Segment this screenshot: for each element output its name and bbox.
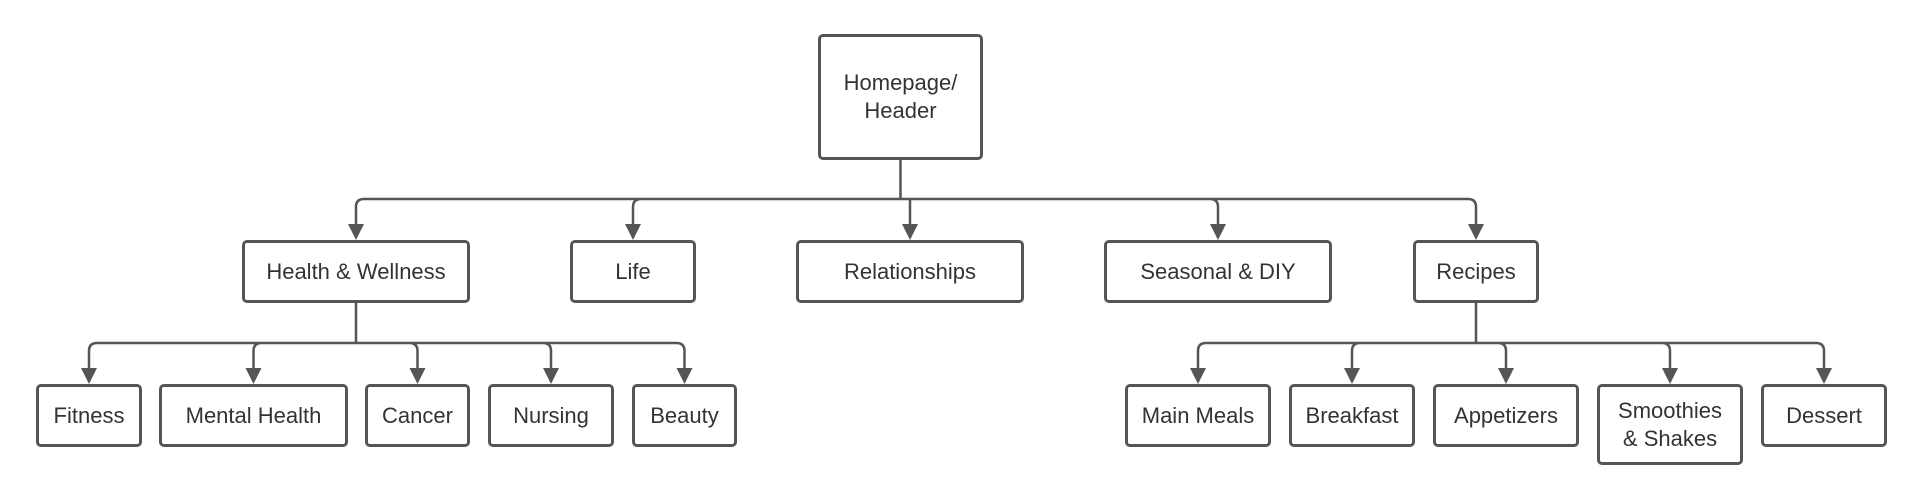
arrowhead-icon [1344, 368, 1360, 384]
node-cancer: Cancer [365, 384, 470, 447]
node-life-label: Life [615, 258, 651, 284]
node-recipes: Recipes [1413, 240, 1539, 303]
arrowhead-icon [348, 224, 364, 240]
arrowhead-icon [81, 368, 97, 384]
node-appetizers: Appetizers [1433, 384, 1579, 447]
arrowhead-icon [1468, 224, 1484, 240]
node-homepage-header-label: Homepage/ Header [843, 70, 958, 123]
node-beauty: Beauty [632, 384, 737, 447]
node-breakfast-label: Breakfast [1305, 402, 1399, 428]
node-health-wellness: Health & Wellness [242, 240, 470, 303]
connector-path [1196, 303, 1826, 368]
health-connectors [81, 303, 693, 384]
connector-path [354, 160, 1478, 224]
node-breakfast: Breakfast [1289, 384, 1415, 447]
connector-path [87, 303, 686, 368]
node-appetizers-label: Appetizers [1454, 402, 1558, 428]
arrowhead-icon [902, 224, 918, 240]
node-dessert-label: Dessert [1786, 402, 1862, 428]
arrowhead-icon [1190, 368, 1206, 384]
node-smoothies-shakes-label: Smoothies & Shakes [1618, 397, 1722, 451]
node-smoothies-shakes: Smoothies & Shakes [1597, 384, 1743, 465]
node-seasonal-diy: Seasonal & DIY [1104, 240, 1332, 303]
node-recipes-label: Recipes [1436, 258, 1516, 284]
node-life: Life [570, 240, 696, 303]
node-nursing-label: Nursing [513, 402, 589, 428]
node-dessert: Dessert [1761, 384, 1887, 447]
node-beauty-label: Beauty [650, 402, 719, 428]
arrowhead-icon [625, 224, 641, 240]
node-nursing: Nursing [488, 384, 614, 447]
root-connectors [348, 160, 1484, 240]
node-homepage-header: Homepage/ Header [818, 34, 983, 160]
node-cancer-label: Cancer [382, 402, 453, 428]
node-fitness: Fitness [36, 384, 142, 447]
arrowhead-icon [543, 368, 559, 384]
node-seasonal-diy-label: Seasonal & DIY [1140, 258, 1296, 284]
node-health-wellness-label: Health & Wellness [266, 258, 446, 284]
arrowhead-icon [1498, 368, 1514, 384]
node-main-meals-label: Main Meals [1141, 402, 1255, 428]
arrowhead-icon [1210, 224, 1226, 240]
node-mental-health-label: Mental Health [185, 402, 322, 428]
node-main-meals: Main Meals [1125, 384, 1271, 447]
arrowhead-icon [245, 368, 262, 384]
node-fitness-label: Fitness [53, 402, 125, 428]
arrowhead-icon [1816, 368, 1832, 384]
arrowhead-icon [409, 368, 426, 384]
arrowhead-icon [676, 368, 693, 384]
recipes-connectors [1190, 303, 1832, 384]
node-relationships-label: Relationships [843, 258, 977, 284]
node-relationships: Relationships [796, 240, 1024, 303]
node-mental-health: Mental Health [159, 384, 348, 447]
arrowhead-icon [1662, 368, 1678, 384]
